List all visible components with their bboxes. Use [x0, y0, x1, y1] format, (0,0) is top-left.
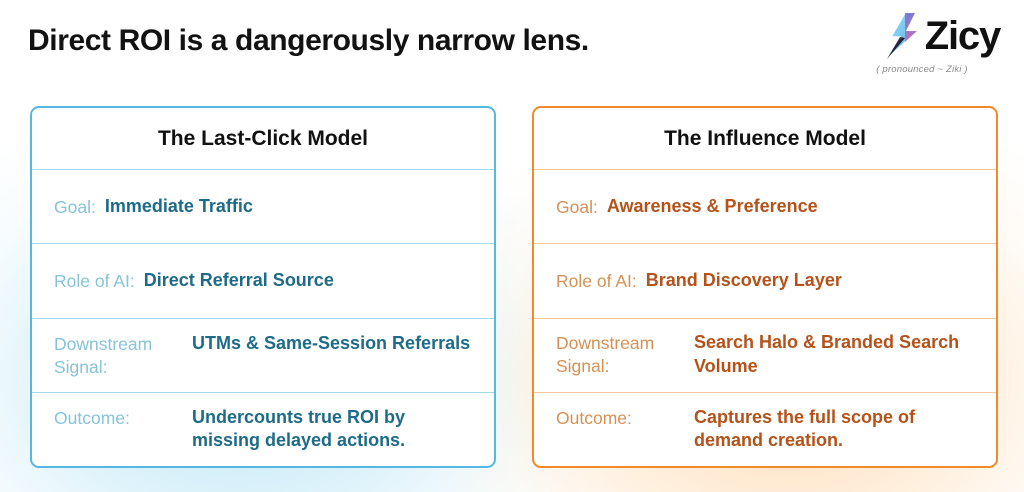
panel-influence-model: The Influence Model Goal: Awareness & Pr…: [532, 106, 998, 468]
table-row: Outcome: Captures the full scope of dema…: [534, 391, 996, 466]
row-value: Direct Referral Source: [143, 269, 334, 290]
row-label: Role of AI:: [556, 270, 637, 291]
row-value: Awareness & Preference: [606, 195, 818, 216]
row-value: Brand Discovery Layer: [645, 269, 842, 290]
table-row: Downstream Signal: Search Halo & Branded…: [534, 317, 996, 392]
panel-title-influence: The Influence Model: [534, 108, 996, 170]
row-label: Downstream Signal:: [54, 333, 153, 377]
row-label: Role of AI:: [54, 270, 135, 291]
table-row: Role of AI: Direct Referral Source: [32, 243, 494, 317]
row-label: Downstream Signal:: [556, 333, 655, 377]
slide-header: Direct ROI is a dangerously narrow lens.: [0, 0, 1024, 96]
comparison-panels: The Last-Click Model Goal: Immediate Tra…: [0, 106, 1024, 474]
row-label: Goal:: [54, 196, 96, 217]
table-row: Downstream Signal: UTMs & Same-Session R…: [32, 317, 494, 392]
logo-pronunciation: ( pronounced ~ Ziki ): [876, 64, 968, 75]
row-value: Immediate Traffic: [104, 195, 253, 216]
row-label: Outcome:: [54, 407, 130, 428]
row-value: UTMs & Same-Session Referrals: [192, 332, 471, 353]
panel-title-last-click: The Last-Click Model: [32, 108, 494, 170]
row-label: Goal:: [556, 196, 598, 217]
panel-last-click-model: The Last-Click Model Goal: Immediate Tra…: [30, 106, 496, 468]
page-title: Direct ROI is a dangerously narrow lens.: [28, 24, 589, 57]
table-row: Goal: Immediate Traffic: [32, 170, 494, 243]
row-value: Captures the full scope of demand creati…: [694, 406, 916, 451]
lightning-bolt-icon: [886, 12, 919, 60]
row-label: Outcome:: [556, 407, 632, 428]
brand-logo: Zicy ( pronounced ~ Ziki ): [850, 10, 1001, 86]
row-value: Undercounts true ROI by missing delayed …: [192, 406, 406, 451]
logo-wordmark: Zicy: [924, 14, 1001, 58]
table-row: Goal: Awareness & Preference: [534, 170, 996, 243]
table-row: Role of AI: Brand Discovery Layer: [534, 243, 996, 317]
row-value: Search Halo & Branded Search Volume: [694, 332, 960, 377]
logo-row: Zicy: [850, 10, 1001, 62]
table-row: Outcome: Undercounts true ROI by missing…: [32, 391, 494, 466]
